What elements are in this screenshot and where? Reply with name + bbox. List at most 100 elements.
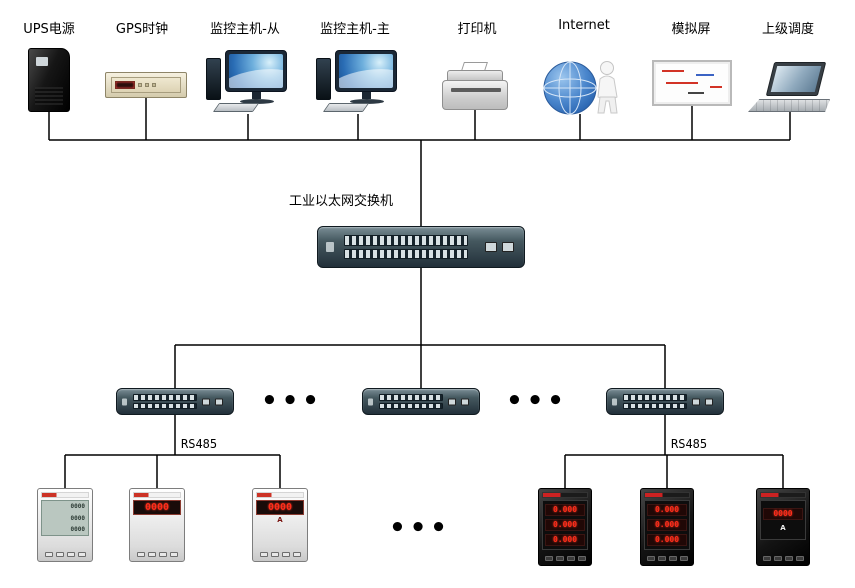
- monitor-base: [240, 99, 274, 104]
- mimic-mark: [662, 70, 684, 72]
- port-row: [623, 394, 687, 401]
- sub-switch-right: [606, 388, 724, 415]
- meter-brand-strip: [133, 492, 181, 498]
- pc-tower: [206, 58, 221, 100]
- meter-brand-strip: [41, 492, 89, 498]
- meter-buttons: [133, 552, 181, 557]
- uplink-port: [202, 398, 210, 405]
- meter-lcd-display: 0000 0000 0000: [41, 500, 89, 536]
- uplink-port: [215, 398, 223, 405]
- gps-clock-device: [105, 72, 187, 98]
- uplink-port: [485, 242, 497, 252]
- meter-button: [44, 552, 53, 557]
- meter-button: [762, 556, 771, 561]
- laptop-screen: [765, 62, 827, 96]
- meter-button: [566, 556, 575, 561]
- switch-led: [612, 398, 617, 405]
- gps-button: [152, 83, 156, 87]
- switch-uplink-ports: [202, 398, 223, 405]
- meter-buttons: [542, 556, 588, 561]
- label-printer: 打印机: [457, 22, 497, 37]
- label-gps-clock: GPS时钟: [115, 22, 169, 37]
- monitor-base: [350, 99, 384, 104]
- gps-button: [138, 83, 142, 87]
- label-internet: Internet: [558, 18, 610, 33]
- uplink-port: [448, 398, 456, 405]
- switch-ports: [379, 394, 443, 409]
- uplink-port: [705, 398, 713, 405]
- meter-button: [668, 556, 677, 561]
- monitor: [335, 50, 397, 92]
- laptop-keyboard: [748, 99, 830, 112]
- port-row: [623, 402, 687, 409]
- meter-led-display: 0000: [133, 500, 181, 515]
- port-row: [379, 394, 443, 401]
- lcd-row: 0000: [70, 526, 85, 533]
- meter-brand-strip: [542, 492, 588, 498]
- monitor: [225, 50, 287, 92]
- switch-uplink-ports: [692, 398, 713, 405]
- sub-switch-middle: [362, 388, 480, 415]
- port-row: [344, 235, 468, 246]
- power-meter-ammeter: 0000 A: [252, 488, 308, 562]
- port-row: [379, 402, 443, 409]
- meter-led-display: 0000 A: [760, 500, 806, 540]
- meter-button: [773, 556, 782, 561]
- meter-button: [646, 556, 655, 561]
- port-row: [133, 402, 197, 409]
- led-row: 0.000: [647, 504, 687, 516]
- power-meter-3phase: 0.000 0.000 0.000: [640, 488, 694, 566]
- main-ethernet-switch: [317, 226, 525, 268]
- monitor-screen: [229, 54, 283, 88]
- led-row: 0.000: [545, 519, 585, 531]
- monitor-stand: [362, 92, 371, 99]
- meter-button: [281, 552, 290, 557]
- power-meter-ammeter-black: 0000 A: [756, 488, 810, 566]
- switch-led: [122, 398, 127, 405]
- printer-output-slot: [451, 88, 501, 92]
- meter-buttons: [41, 552, 89, 557]
- switch-ports: [133, 394, 197, 409]
- rs485-label-left: RS485: [181, 437, 218, 451]
- gps-button: [145, 83, 149, 87]
- switch-ports: [623, 394, 687, 409]
- rs485-label-right: RS485: [671, 437, 708, 451]
- printer-device: [442, 62, 508, 110]
- meter-button: [555, 556, 564, 561]
- mimic-mark: [666, 82, 698, 84]
- keyboard: [212, 103, 260, 112]
- mimic-mark: [696, 74, 714, 76]
- meter-brand-strip: [644, 492, 690, 498]
- power-meter-lcd: 0000 0000 0000: [37, 488, 93, 562]
- meter-led-display: 0000: [256, 500, 304, 515]
- laptop-screen-content: [770, 66, 822, 92]
- switch-ports: [344, 235, 468, 259]
- meter-button: [784, 556, 793, 561]
- gps-led-display: [115, 81, 135, 89]
- sub-switch-left: [116, 388, 234, 415]
- meter-unit: A: [780, 524, 786, 532]
- printer-body: [442, 80, 508, 110]
- led-row: 0.000: [647, 534, 687, 546]
- meter-buttons: [256, 552, 304, 557]
- label-ups: UPS电源: [23, 22, 75, 37]
- switch-uplink-ports: [485, 242, 514, 252]
- monitor-screen: [339, 54, 393, 88]
- switch-led: [368, 398, 373, 405]
- label-dispatch: 上级调度: [761, 22, 815, 37]
- ellipsis-switches-right: •••: [506, 386, 568, 416]
- meter-button: [66, 552, 75, 557]
- led-row: 0.000: [647, 519, 687, 531]
- meter-button: [270, 552, 279, 557]
- meter-button: [77, 552, 86, 557]
- uplink-port: [502, 242, 514, 252]
- led-row: 0.000: [545, 534, 585, 546]
- laptop-device: [748, 62, 832, 112]
- meter-button: [657, 556, 666, 561]
- port-row: [133, 394, 197, 401]
- power-meter-led: 0000: [129, 488, 185, 562]
- lcd-row: 0000: [70, 514, 85, 522]
- led-row: 0.000: [545, 504, 585, 516]
- internet-globe-icon: [543, 61, 618, 115]
- meter-brand-strip: [256, 492, 304, 498]
